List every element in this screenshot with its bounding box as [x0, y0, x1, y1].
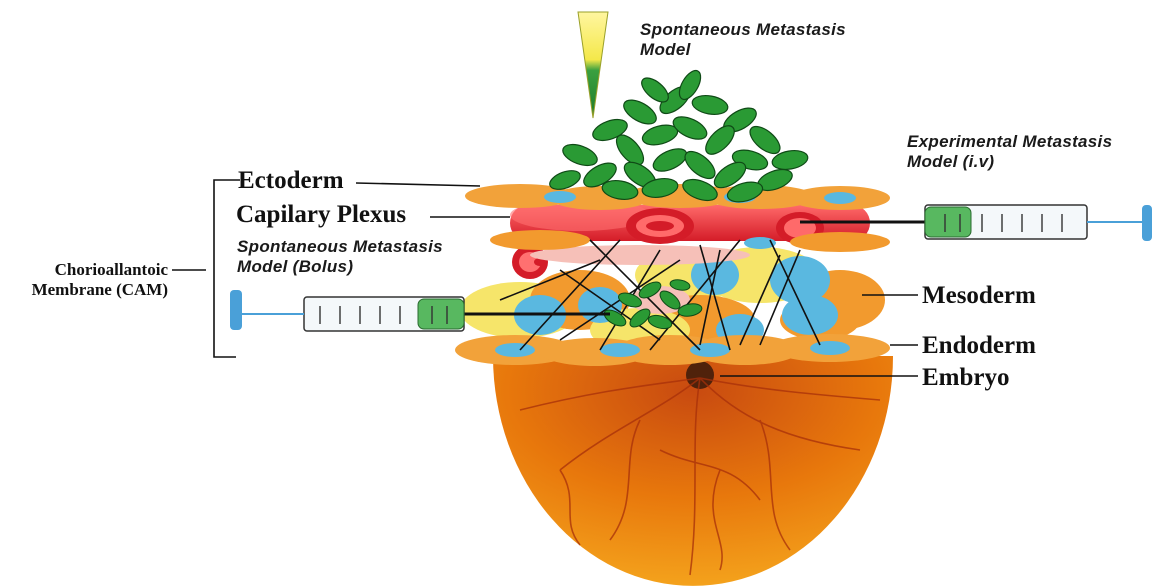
- embryo-sphere: [493, 356, 893, 586]
- spontaneous-bolus-line2: Model (Bolus): [237, 257, 353, 276]
- spontaneous-top-line1: Spontaneous Metastasis: [640, 20, 846, 39]
- mesoderm-label: Mesoderm: [922, 282, 1036, 311]
- tumor-top: [547, 67, 809, 205]
- spontaneous-top-line2: Model: [640, 40, 691, 59]
- experimental-line1: Experimental Metastasis: [907, 132, 1112, 151]
- capillary-plexus-label: Capilary Plexus: [236, 201, 406, 230]
- cam-line1: Chorioallantoic: [8, 260, 168, 280]
- pipette-top: [578, 12, 608, 118]
- cam-label: Chorioallantoic Membrane (CAM): [8, 260, 168, 299]
- experimental-label: Experimental Metastasis Model (i.v): [907, 132, 1112, 171]
- spontaneous-bolus-line1: Spontaneous Metastasis: [237, 237, 443, 256]
- spontaneous-bolus-label: Spontaneous Metastasis Model (Bolus): [237, 237, 443, 276]
- spontaneous-top-label: Spontaneous Metastasis Model: [640, 20, 846, 59]
- endoderm-label: Endoderm: [922, 332, 1036, 361]
- embryo-label: Embryo: [922, 364, 1010, 393]
- experimental-line2: Model (i.v): [907, 152, 994, 171]
- cam-line2: Membrane (CAM): [8, 280, 168, 300]
- ectoderm-label: Ectoderm: [238, 167, 344, 196]
